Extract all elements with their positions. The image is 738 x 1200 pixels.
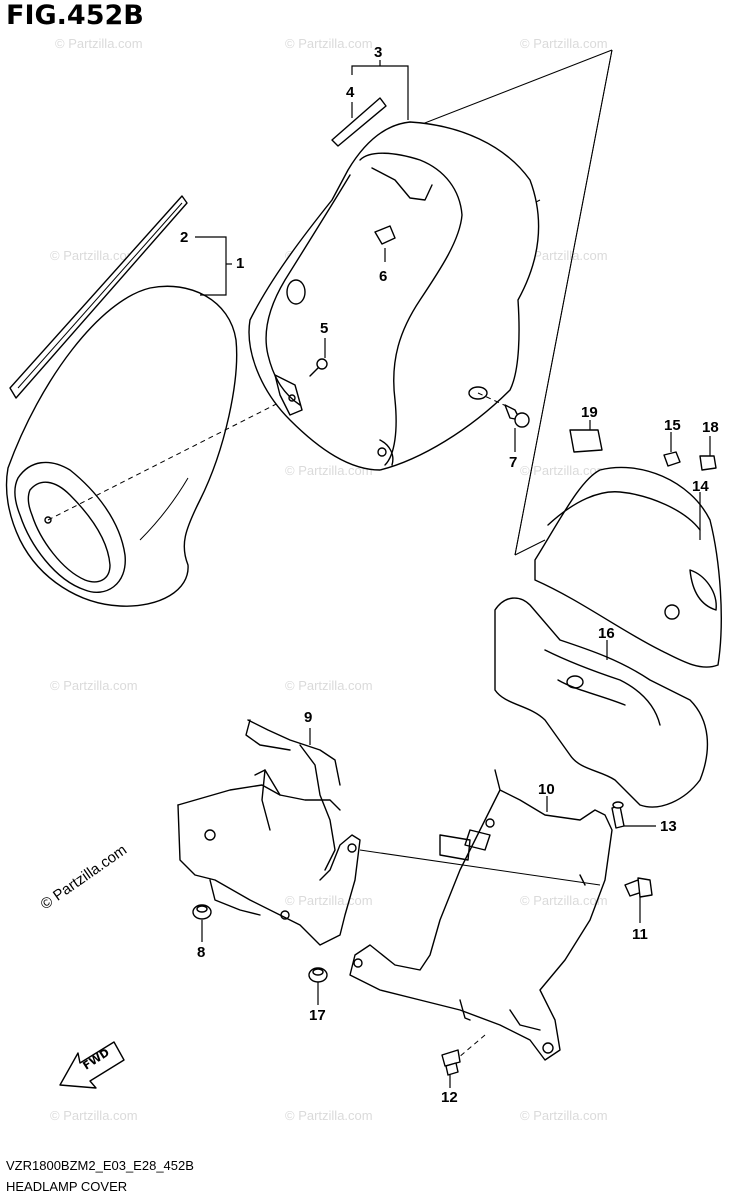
- part-labels: 2 1 3 4 5 6 7 8 9 10 11 12 13 14 15 16 1…: [180, 44, 719, 1106]
- part-label-2: 2: [180, 229, 188, 246]
- watermark: © Partzilla.com: [520, 463, 608, 478]
- watermark: © Partzilla.com: [285, 893, 373, 908]
- grommet-8: [192, 904, 212, 920]
- stud-13: [611, 801, 625, 829]
- watermark: © Partzilla.com: [520, 893, 608, 908]
- watermark: © Partzilla.com: [285, 36, 373, 51]
- part-label-13: 13: [660, 818, 677, 835]
- part-label-19: 19: [581, 404, 598, 421]
- nut-15: [663, 451, 681, 467]
- part-label-15: 15: [664, 417, 681, 434]
- fwd-arrow: FWD: [59, 1041, 125, 1089]
- watermark: © Partzilla.com: [520, 36, 608, 51]
- part-label-12: 12: [441, 1089, 458, 1106]
- figure-code: VZR1800BZM2_E03_E28_452B: [6, 1158, 194, 1173]
- part-label-7: 7: [509, 454, 517, 471]
- inner-panel: [494, 597, 709, 808]
- projection-line-top: [411, 49, 613, 129]
- watermark: © Partzilla.com: [520, 248, 608, 263]
- watermark: © Partzilla.com: [50, 1108, 138, 1123]
- bracket-9: [177, 719, 361, 946]
- fastener-guide-line: [47, 391, 301, 521]
- watermark: © Partzilla.com: [50, 248, 138, 263]
- part-label-14: 14: [692, 478, 709, 495]
- part-label-17: 17: [309, 1007, 326, 1024]
- part-label-8: 8: [197, 944, 205, 961]
- trim-strip-edge: [17, 202, 183, 389]
- bolt-11: [624, 877, 653, 898]
- part-label-16: 16: [598, 625, 615, 642]
- figure-title: FIG.452B: [6, 0, 144, 31]
- watermark: © Partzilla.com: [50, 678, 138, 693]
- part-label-6: 6: [379, 268, 387, 285]
- inner-cover: [534, 466, 722, 668]
- part-label-1: 1: [236, 255, 244, 272]
- watermark-main: © Partzilla.com: [38, 841, 131, 913]
- leader-lines: [195, 60, 711, 1088]
- watermark: © Partzilla.com: [55, 36, 143, 51]
- bracket-10: [349, 769, 613, 1061]
- headlamp-shell: [5, 285, 238, 607]
- part-label-4: 4: [346, 84, 355, 101]
- watermark: © Partzilla.com: [520, 1108, 608, 1123]
- part-label-10: 10: [538, 781, 555, 798]
- small-strip: [331, 97, 387, 147]
- bolt-7: [477, 392, 530, 428]
- pad-19: [569, 429, 603, 453]
- nut-18: [699, 455, 717, 471]
- bolt-12: [441, 1034, 486, 1076]
- part-label-11: 11: [632, 926, 648, 943]
- part-label-3: 3: [374, 44, 382, 61]
- watermark: © Partzilla.com: [285, 1108, 373, 1123]
- grommet-17: [308, 967, 328, 983]
- part-label-5: 5: [320, 320, 328, 337]
- watermark: © Partzilla.com: [285, 463, 373, 478]
- bracket-guide-line: [359, 849, 601, 886]
- headlamp-cover: [248, 121, 540, 471]
- screw-5: [309, 358, 328, 377]
- projection-line-bottom: [514, 539, 546, 556]
- part-label-18: 18: [702, 419, 719, 436]
- figure-caption: HEADLAMP COVER: [6, 1179, 128, 1194]
- watermark: © Partzilla.com: [285, 678, 373, 693]
- part-label-9: 9: [304, 709, 312, 726]
- clip-6: [374, 225, 396, 245]
- projection-line: [514, 49, 613, 556]
